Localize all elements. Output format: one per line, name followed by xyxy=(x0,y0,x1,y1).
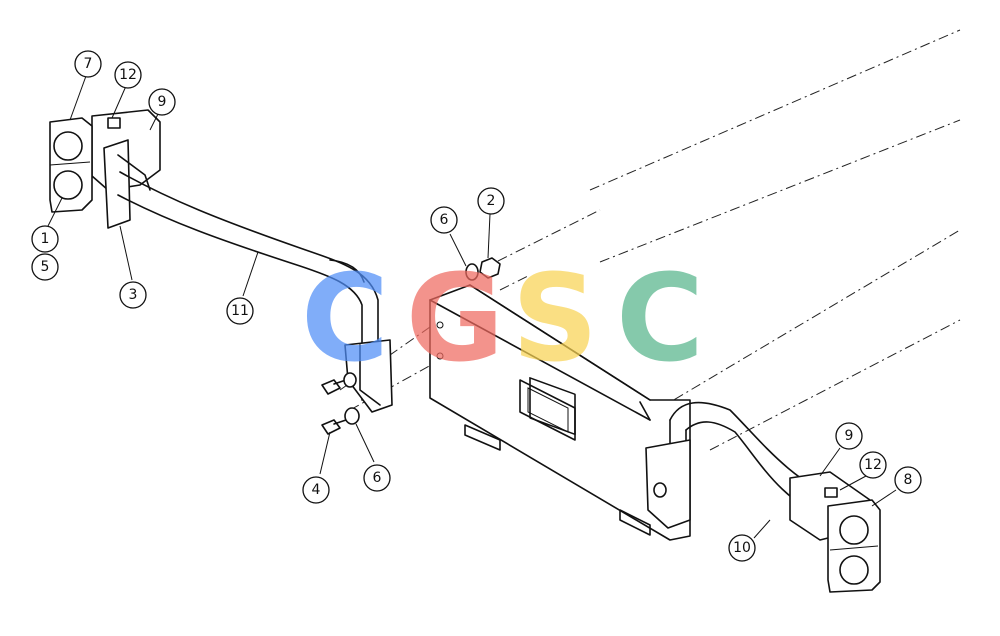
callout-3: 3 xyxy=(119,281,147,309)
callout-9-right: 9 xyxy=(835,422,863,450)
callout-label: 6 xyxy=(373,470,382,486)
watermark-letter: C xyxy=(301,250,389,389)
callout-label: 12 xyxy=(119,67,137,83)
callout-8: 8 xyxy=(894,466,922,494)
callout-6-lower: 6 xyxy=(363,464,391,492)
callout-10: 10 xyxy=(728,534,756,562)
callout-12-left: 12 xyxy=(114,61,142,89)
left-lamp-assembly xyxy=(49,109,161,229)
callout-label: 9 xyxy=(845,428,854,444)
callout-label: 8 xyxy=(904,472,913,488)
callout-label: 5 xyxy=(41,259,50,275)
callouts: 7 12 9 1 5 3 11 6 xyxy=(31,50,922,562)
callout-label: 12 xyxy=(864,457,882,473)
callout-label: 10 xyxy=(733,540,751,556)
callout-label: 9 xyxy=(158,94,167,110)
leader-lines xyxy=(47,75,897,539)
callout-label: 3 xyxy=(129,287,138,303)
bumper-body xyxy=(429,284,691,541)
callout-label: 2 xyxy=(487,193,496,209)
right-clamp-bracket xyxy=(645,439,691,529)
callout-4: 4 xyxy=(302,476,330,504)
left-arm-tube xyxy=(117,171,379,401)
callout-9-left: 9 xyxy=(148,88,176,116)
callout-6-upper: 6 xyxy=(430,206,458,234)
callout-12-right: 12 xyxy=(859,451,887,479)
callout-label: 1 xyxy=(41,231,50,247)
callout-11: 11 xyxy=(226,297,254,325)
callout-label: 6 xyxy=(440,212,449,228)
callout-2: 2 xyxy=(477,187,505,215)
watermark-letter: C xyxy=(616,250,704,389)
watermark-letter: S xyxy=(512,250,598,389)
nut-washer-upper xyxy=(465,257,501,281)
watermark-logo: C G S C xyxy=(301,250,704,389)
callout-label: 7 xyxy=(84,56,93,72)
callout-7: 7 xyxy=(74,50,102,78)
callout-1: 1 xyxy=(31,225,59,253)
right-lamp-assembly xyxy=(789,471,881,593)
bolts-washers-left xyxy=(321,372,360,435)
callout-label: 4 xyxy=(312,482,321,498)
callout-label: 11 xyxy=(231,303,249,319)
callout-5: 5 xyxy=(31,253,59,281)
watermark-letter: G xyxy=(406,250,505,389)
